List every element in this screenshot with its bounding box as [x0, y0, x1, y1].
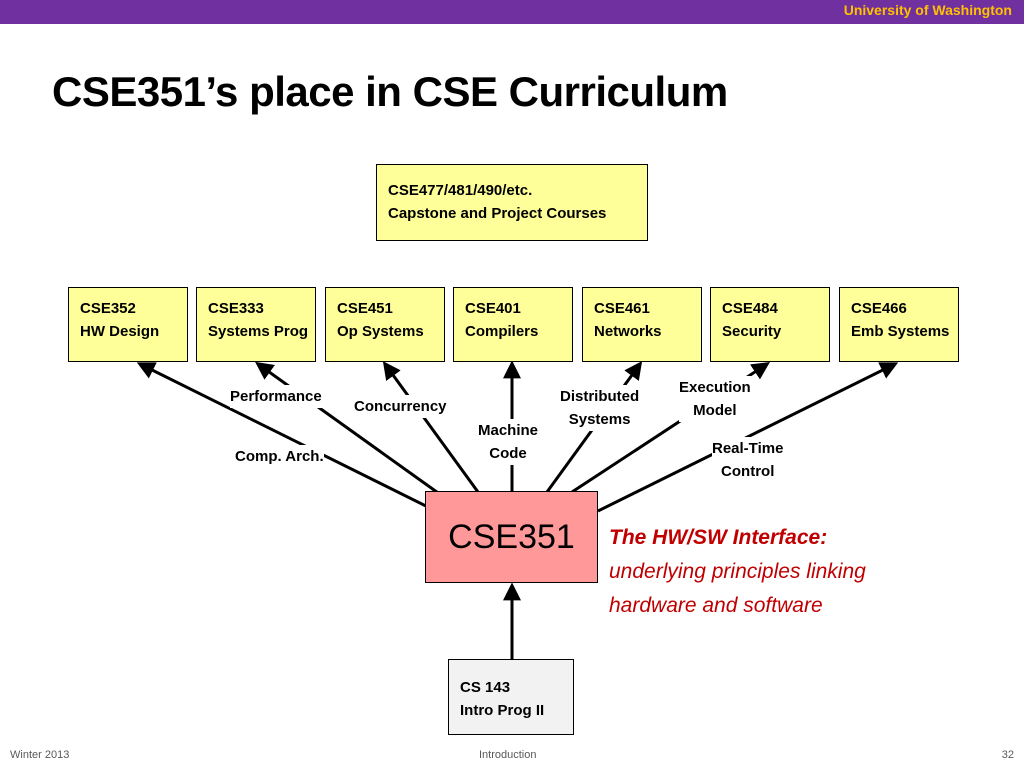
footer-page-number: 32	[1001, 749, 1014, 761]
course-name: Compilers	[465, 323, 539, 340]
edge-label-execution-model: Execution Model	[679, 376, 751, 422]
course-code: CSE352	[80, 300, 136, 317]
course-code: CSE451	[337, 300, 393, 317]
edge-label-concurrency: Concurrency	[354, 395, 447, 418]
course-description: The HW/SW Interface: underlying principl…	[609, 521, 866, 623]
footer-section: Introduction	[479, 749, 537, 761]
edge-label-distributed-systems: Distributed Systems	[560, 385, 640, 431]
capstone-title: Capstone and Project Courses	[388, 205, 607, 222]
footer-date: Winter 2013	[10, 749, 70, 761]
description-line-2: hardware and software	[609, 594, 823, 617]
edge-label-real-time-control: Real-Time Control	[712, 437, 784, 483]
course-name: HW Design	[80, 323, 160, 340]
description-line-1: underlying principles linking	[609, 560, 866, 583]
arrow-to-cse451	[382, 361, 480, 493]
course-box-cse333: CSE333 Systems Prog	[196, 287, 316, 362]
capstone-box: CSE477/481/490/etc. Capstone and Project…	[376, 164, 648, 241]
course-name: Networks	[594, 323, 662, 340]
institution-name: University of Washington	[843, 2, 1012, 18]
course-name: Emb Systems	[851, 323, 950, 340]
course-code: CSE466	[851, 300, 907, 317]
course-code: CSE401	[465, 300, 521, 317]
capstone-codes: CSE477/481/490/etc.	[388, 182, 533, 199]
edge-label-machine-code: Machine Code	[478, 419, 539, 465]
course-box-cse466: CSE466 Emb Systems	[839, 287, 959, 362]
prerequisite-box-cs143: CS 143 Intro Prog II	[448, 659, 574, 735]
course-box-cse461: CSE461 Networks	[582, 287, 702, 362]
description-emphasis: The HW/SW Interface:	[609, 526, 828, 549]
course-name: Systems Prog	[208, 323, 309, 340]
course-box-cse352: CSE352 HW Design	[68, 287, 188, 362]
course-name: Security	[722, 323, 782, 340]
course-code: CSE484	[722, 300, 778, 317]
arrow-to-cse352	[136, 362, 441, 515]
prerequisite-code: CS 143	[460, 679, 511, 696]
center-course-box: CSE351	[425, 491, 598, 583]
course-name: Op Systems	[337, 323, 424, 340]
edge-label-comp-arch: Comp. Arch.	[235, 445, 324, 468]
course-box-cse401: CSE401 Compilers	[453, 287, 573, 362]
prerequisite-name: Intro Prog II	[460, 702, 545, 719]
course-box-cse484: CSE484 Security	[710, 287, 830, 362]
course-box-cse451: CSE451 Op Systems	[325, 287, 445, 362]
edge-label-performance: Performance	[230, 385, 322, 408]
page-title: CSE351’s place in CSE Curriculum	[52, 68, 728, 115]
header-bar: University of Washington	[0, 0, 1024, 24]
course-code: CSE333	[208, 300, 264, 317]
course-code: CSE461	[594, 300, 650, 317]
center-course-code: CSE351	[448, 517, 575, 556]
